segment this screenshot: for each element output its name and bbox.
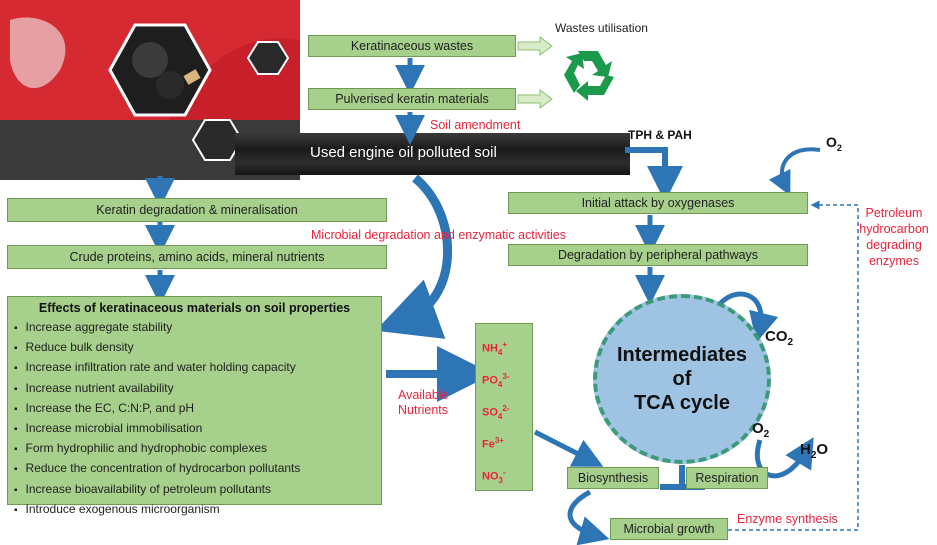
effects-title: Effects of keratinaceous materials on so…: [38, 301, 351, 315]
list-item: Form hydrophilic and hydrophobic complex…: [14, 439, 375, 459]
list-item: Reduce bulk density: [14, 338, 375, 358]
enzyme-synthesis-label: Enzyme synthesis: [737, 512, 838, 526]
crude-proteins-box: Crude proteins, amino acids, mineral nut…: [7, 245, 387, 269]
wastes-utilisation-label: Wastes utilisation: [555, 21, 648, 35]
ion-po4: PO43-: [482, 372, 510, 389]
list-item: Reduce the concentration of hydrocarbon …: [14, 459, 375, 479]
tca-cycle-circle: Intermediates of TCA cycle: [593, 294, 771, 464]
tph-pah-label: TPH & PAH: [628, 128, 692, 142]
enzyme-feedback-line: [728, 200, 859, 531]
list-item: Introduce exogenous microorganism: [14, 500, 375, 520]
tca-line-3: TCA cycle: [634, 392, 730, 414]
list-item: Increase nutrient availability: [14, 379, 375, 399]
effects-list: Increase aggregate stability Reduce bulk…: [14, 318, 375, 520]
arrow-to-recycle-2: [517, 89, 553, 109]
arrow-biosynthesis-to-growth: [567, 489, 610, 545]
polluted-soil-band: Used engine oil polluted soil: [235, 133, 630, 175]
arrow-nutrients-to-biosynthesis: [533, 429, 604, 467]
tca-line-1: Intermediates: [616, 344, 748, 366]
soil-band-label: Used engine oil polluted soil: [310, 144, 497, 161]
arrow-to-recycle-1: [517, 36, 553, 56]
pulverised-keratin-box: Pulverised keratin materials: [308, 88, 516, 110]
arrow-o2-to-attack: [768, 147, 821, 196]
arrow-o2-to-h2o: [754, 437, 814, 479]
o2-bottom-label: O2: [752, 420, 770, 440]
biosynthesis-box: Biosynthesis: [567, 467, 659, 489]
microbial-degradation-label: Microbial degradation and enzymatic acti…: [311, 228, 566, 242]
available-nutrients-label: Available Nutrients: [398, 388, 449, 417]
arrow-tph-to-attack: [625, 147, 683, 202]
ion-no3: NO3-: [482, 468, 506, 485]
ion-fe: Fe3+: [482, 436, 504, 451]
list-item: Increase bioavailability of petroleum po…: [14, 480, 375, 500]
arrow-curve-to-effects: [375, 174, 453, 339]
initial-attack-box: Initial attack by oxygenases: [508, 192, 808, 214]
list-item: Increase aggregate stability: [14, 318, 375, 338]
peripheral-pathways-box: Degradation by peripheral pathways: [508, 244, 808, 266]
o2-top-label: O2: [826, 134, 842, 153]
keratin-degradation-box: Keratin degradation & mineralisation: [7, 198, 387, 222]
list-item: Increase microbial immobilisation: [14, 419, 375, 439]
tca-line-2: of: [672, 368, 692, 390]
h2o-label: H2O: [800, 441, 829, 461]
soil-amendment-label: Soil amendment: [430, 118, 521, 132]
co2-label: CO2: [765, 328, 794, 348]
list-item: Increase infiltration rate and water hol…: [14, 358, 375, 378]
list-item: Increase the EC, C:N:P, and pH: [14, 399, 375, 419]
respiration-box: Respiration: [686, 467, 768, 489]
keratinaceous-wastes-box: Keratinaceous wastes: [308, 35, 516, 57]
petroleum-enzymes-label: Petroleum hydrocarbon degrading enzymes: [859, 206, 929, 268]
microbial-growth-box: Microbial growth: [610, 518, 728, 540]
effects-panel: Effects of keratinaceous materials on so…: [7, 296, 382, 516]
ion-nh4: NH4+: [482, 340, 508, 357]
nutrients-box: NH4+ PO43- SO42- Fe3+ NO3-: [475, 323, 533, 491]
ion-so4: SO42-: [482, 404, 510, 421]
